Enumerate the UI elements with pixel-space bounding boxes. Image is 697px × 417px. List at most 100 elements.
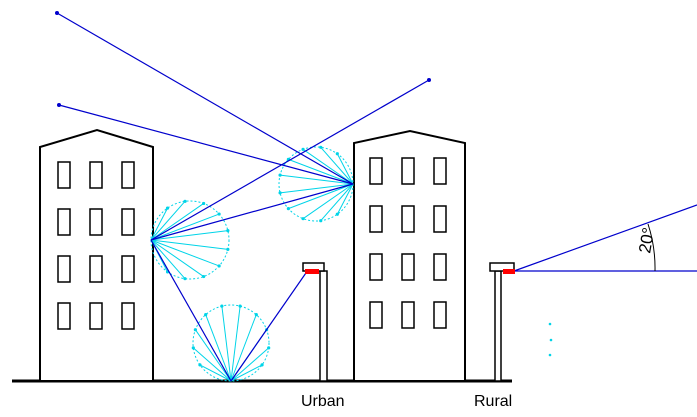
rural-lobe-dot	[549, 338, 553, 342]
lobe-dot	[183, 277, 187, 281]
lobe-dot	[183, 199, 187, 203]
urban-street-light	[302, 262, 328, 382]
ray-lamp-to-ground	[230, 269, 309, 382]
rural-light-pole	[494, 270, 502, 382]
window	[401, 253, 415, 281]
right-building	[353, 129, 466, 382]
window	[369, 301, 383, 329]
left-building-reflection-lobe	[150, 199, 230, 281]
lobe-dot	[217, 264, 221, 268]
lobe-spoke	[320, 183, 354, 222]
lobe-spoke	[150, 239, 186, 280]
window	[369, 157, 383, 185]
lobe-dot	[226, 247, 230, 251]
ray-end-dot-2	[57, 103, 61, 107]
window	[401, 205, 415, 233]
lobe-dot	[301, 217, 305, 221]
lobe-dot	[193, 328, 197, 332]
window	[433, 205, 447, 233]
window	[121, 208, 135, 236]
ray-left-building-to-right-building-1	[150, 183, 354, 241]
lobe-spoke	[199, 364, 232, 382]
lobe-outline	[150, 200, 230, 280]
lobe-dot	[202, 274, 206, 279]
lobe-dot	[335, 212, 339, 216]
lobe-dot	[202, 201, 206, 206]
lobe-spoke	[230, 306, 241, 382]
lobe-spoke	[150, 207, 168, 241]
lobe-spoke	[302, 183, 354, 220]
lobe-spoke	[288, 183, 354, 210]
window	[89, 208, 103, 236]
lobe-spoke	[192, 347, 232, 382]
window	[57, 208, 71, 236]
ray-endpoints	[55, 11, 431, 107]
ray-right-building-to-sky-near	[58, 104, 354, 185]
lobe-spoke	[280, 183, 354, 194]
window	[121, 302, 135, 330]
window	[121, 161, 135, 189]
window	[89, 302, 103, 330]
window	[57, 161, 71, 189]
window	[401, 301, 415, 329]
left-building-windows	[57, 161, 135, 330]
window	[401, 157, 415, 185]
lobe-spoke	[150, 239, 228, 250]
right-building-reflection-lobe	[278, 145, 354, 223]
lobe-spoke	[230, 364, 263, 382]
lobe-spoke	[150, 239, 204, 277]
lobe-spoke	[230, 314, 257, 382]
window	[121, 255, 135, 283]
rural-lobe-dots	[548, 322, 553, 357]
lobe-outline	[192, 304, 270, 382]
lobe-dot	[220, 304, 224, 308]
ray-rural-upward	[513, 204, 697, 272]
lobe-dot	[335, 152, 339, 156]
angle-label: 20°	[635, 226, 658, 255]
lobe-dot	[286, 207, 290, 211]
lobe-spoke	[150, 200, 186, 241]
left-building	[39, 128, 154, 382]
urban-label: Urban	[301, 393, 345, 410]
lobe-dot	[319, 219, 323, 223]
ray-ground-to-left-building	[150, 239, 232, 382]
ray-right-building-to-sky-far	[56, 12, 354, 185]
rural-light-lamp	[503, 269, 515, 274]
rural-lobe-dot	[548, 353, 552, 357]
lobe-dot	[238, 304, 242, 308]
lobe-spoke	[288, 158, 354, 185]
lobe-dot	[217, 212, 221, 216]
lobe-dot	[267, 346, 271, 350]
lobe-spoke	[150, 230, 228, 241]
lobe-dot	[204, 313, 208, 317]
lobe-spoke	[205, 314, 232, 382]
lobe-dot	[226, 229, 230, 233]
ray-end-dot-3	[427, 78, 431, 82]
rural-street-light	[489, 262, 515, 382]
urban-light-pole	[319, 270, 328, 382]
lobe-spoke	[221, 306, 232, 382]
urban-light-lamp	[305, 269, 319, 274]
ray-left-building-to-sky	[150, 79, 430, 241]
window	[369, 205, 383, 233]
rural-light-housing	[489, 262, 515, 272]
lobe-dot	[198, 363, 202, 367]
lobe-spoke	[280, 174, 354, 185]
lobe-spoke	[230, 347, 270, 382]
lobe-dot	[301, 147, 305, 151]
window	[89, 161, 103, 189]
light-rays	[56, 12, 697, 382]
window	[89, 255, 103, 283]
window	[57, 302, 71, 330]
lobe-spoke	[336, 153, 354, 185]
lobe-spoke	[150, 203, 204, 241]
lobe-spoke	[194, 329, 232, 382]
window	[433, 253, 447, 281]
right-building-windows	[369, 157, 447, 329]
lobe-spoke	[302, 148, 354, 185]
lobe-spoke	[336, 183, 354, 215]
rural-lobe-dot	[548, 322, 552, 326]
lobe-dot	[319, 145, 323, 149]
